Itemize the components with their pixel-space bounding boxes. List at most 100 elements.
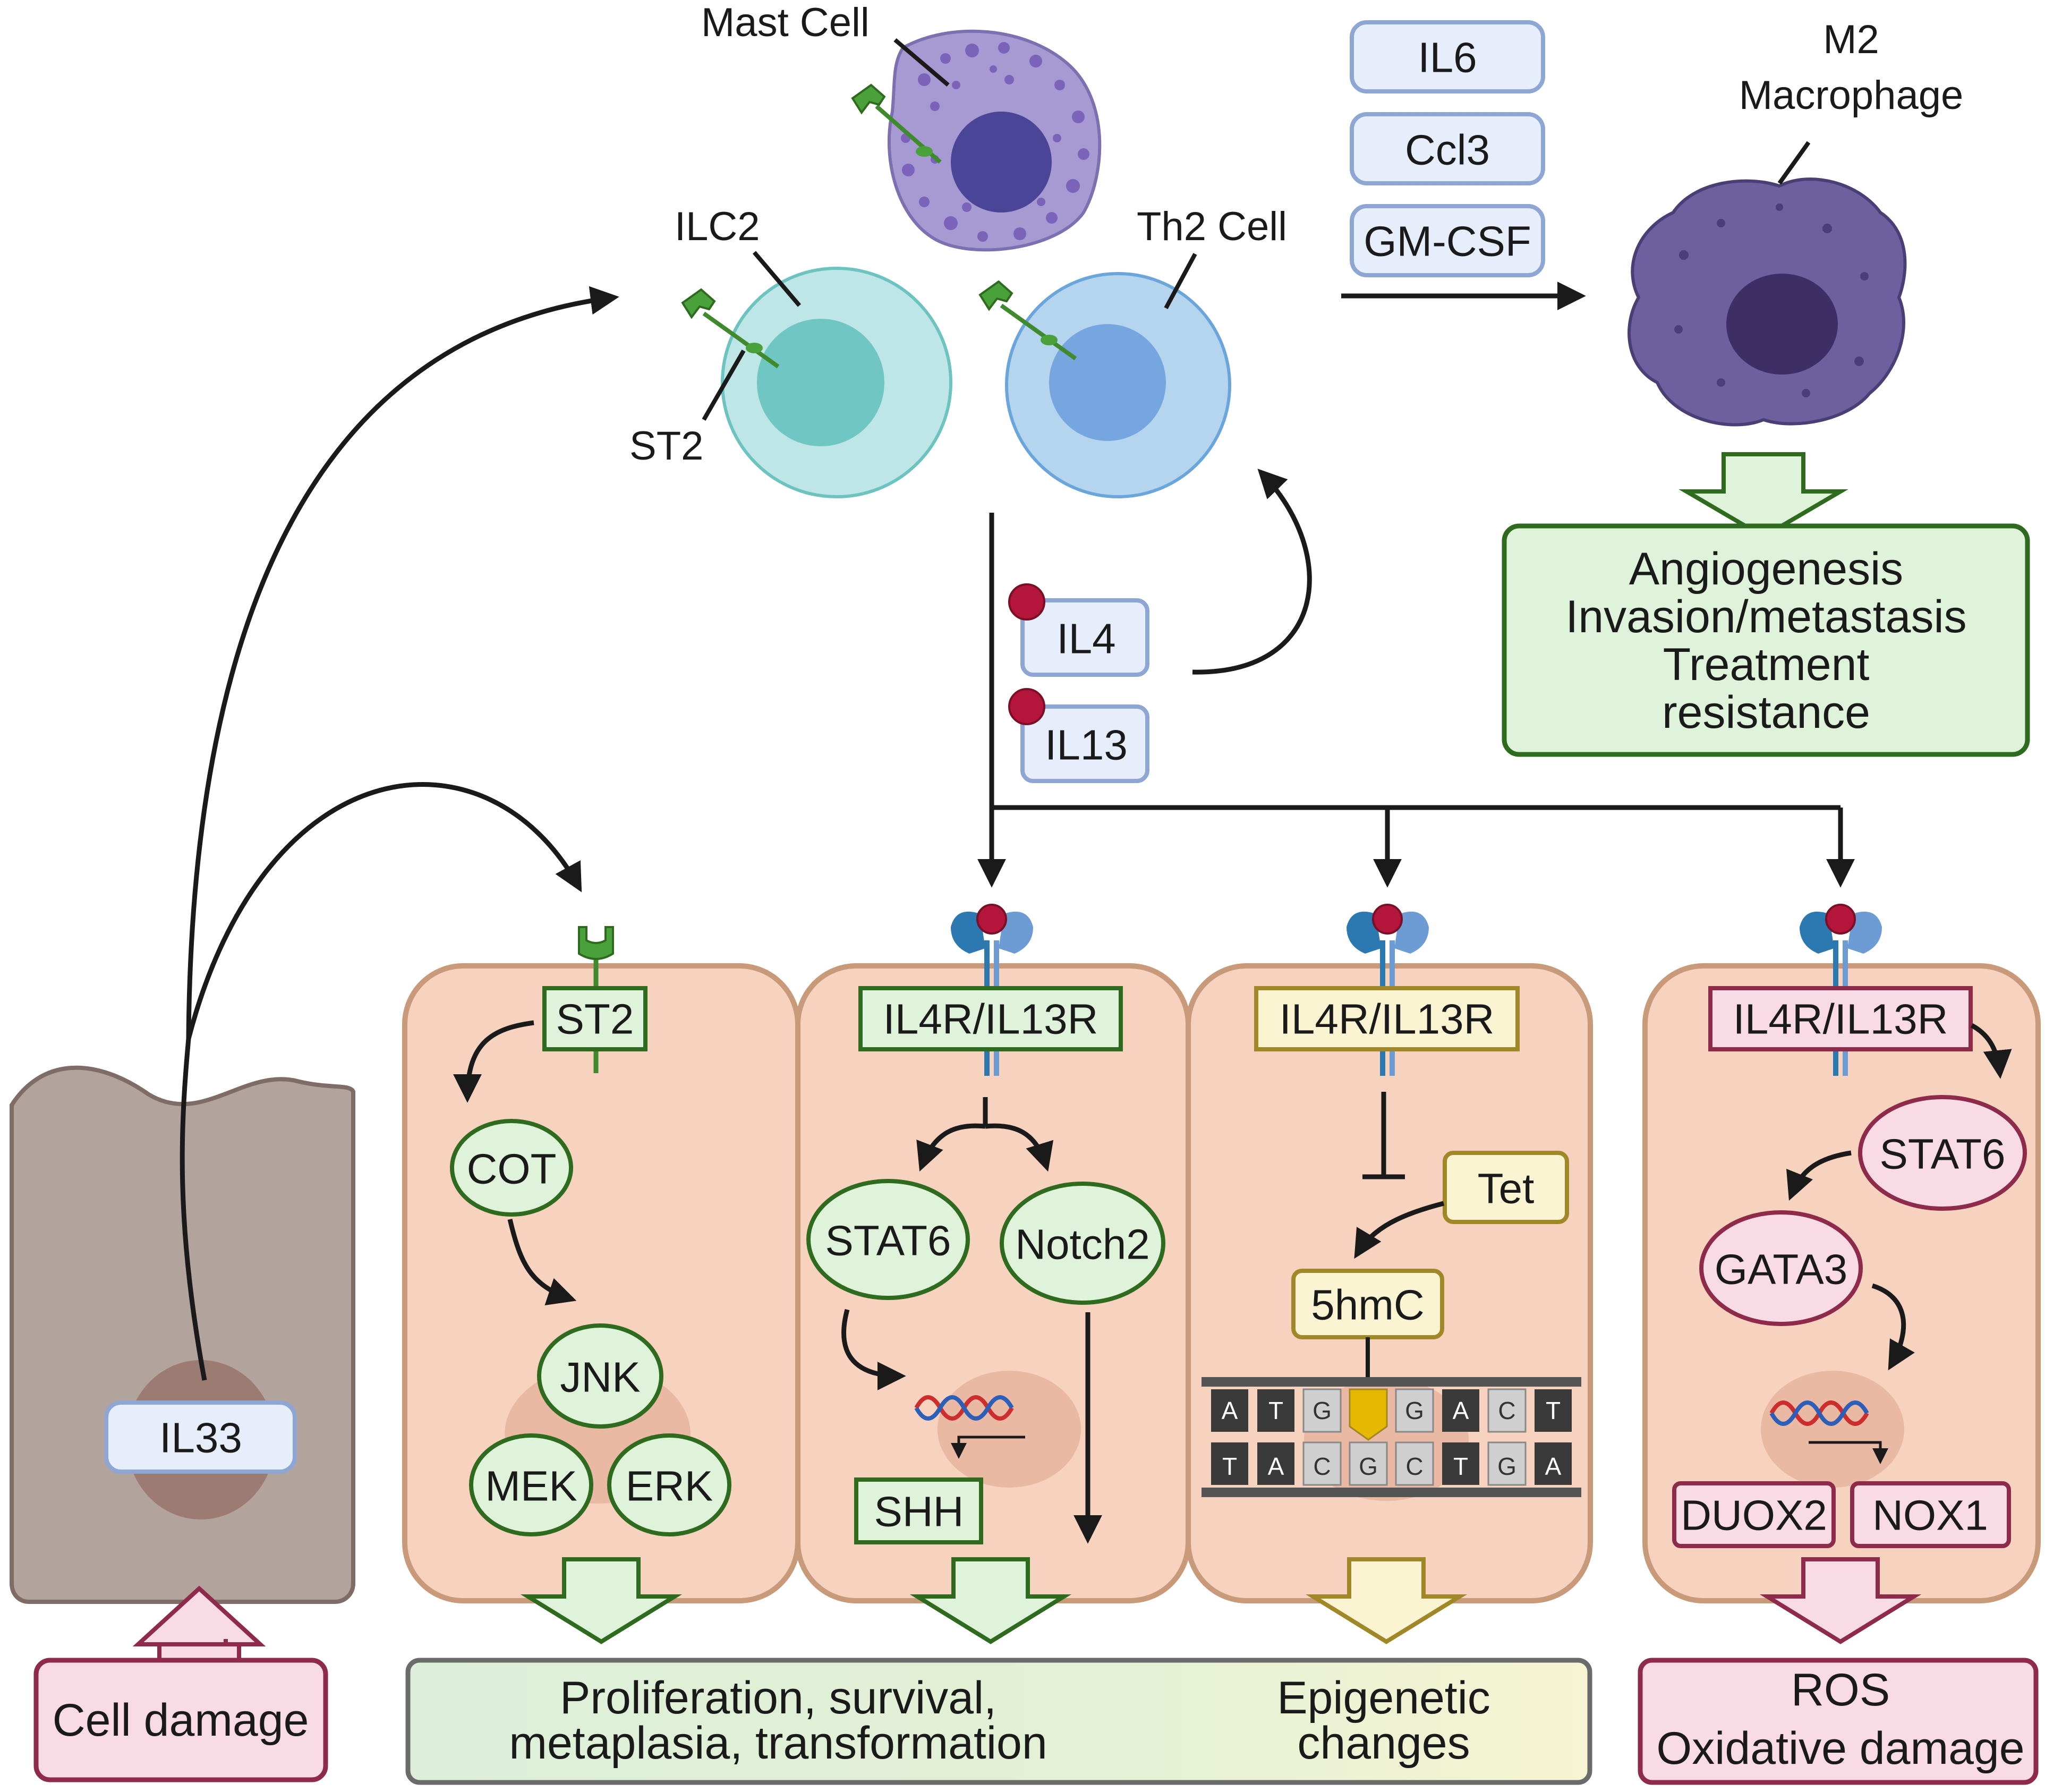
il13-ligand-dot: [1008, 688, 1045, 725]
svg-text:A: A: [1222, 1397, 1238, 1424]
svg-text:5hmC: 5hmC: [1311, 1281, 1424, 1329]
ros-box: ROS Oxidative damage: [1638, 1658, 2039, 1785]
svg-text:GM-CSF: GM-CSF: [1364, 218, 1531, 265]
arrow-stat6-to-dna: [841, 1309, 906, 1390]
node-stat6-panel2: STAT6: [806, 1179, 970, 1300]
arrow-split-to-stat6: [916, 1123, 986, 1172]
epigenetic-line-2: changes: [1297, 1718, 1470, 1769]
panel1-outcome-arrow: [520, 1557, 683, 1644]
svg-text:Ccl3: Ccl3: [1405, 126, 1490, 174]
svg-text:A: A: [1268, 1453, 1284, 1480]
panel2-receptor-box: IL4R/IL13R: [858, 986, 1123, 1051]
svg-text:IL33: IL33: [159, 1414, 242, 1462]
panel2-outcome-arrow: [909, 1557, 1072, 1644]
svg-text:Notch2: Notch2: [1015, 1221, 1149, 1268]
mast-cell: [888, 29, 1102, 252]
svg-text:IL4: IL4: [1056, 615, 1115, 663]
svg-text:T: T: [1222, 1453, 1237, 1480]
m2-macrophage: [1628, 177, 1907, 427]
il4-ligand-box: IL4: [1008, 583, 1149, 677]
panel4-transcription-arrow: [1809, 1441, 1888, 1464]
svg-text:MEK: MEK: [485, 1463, 577, 1510]
svg-text:ROS: ROS: [1791, 1664, 1890, 1715]
svg-text:IL6: IL6: [1418, 34, 1477, 81]
mast-cell-pointer: [893, 38, 950, 87]
svg-text:G: G: [1359, 1453, 1378, 1480]
svg-text:DUOX2: DUOX2: [1681, 1492, 1827, 1539]
svg-text:IL4R/IL13R: IL4R/IL13R: [1280, 996, 1495, 1043]
il4-ligand-dot: [1008, 583, 1045, 621]
arrow-stat6-to-gata3: [1786, 1150, 1852, 1201]
arrow-receptor-to-stat6: [1970, 1023, 2012, 1079]
th2-nucleus: [1049, 324, 1166, 441]
ilc2-cell: [721, 267, 952, 498]
m2-label: M2: [1823, 17, 1879, 62]
il33-trunk: [180, 1038, 207, 1381]
il13-ligand-box: IL13: [1008, 688, 1149, 783]
panel3-receptor-box: IL4R/IL13R: [1254, 986, 1520, 1051]
svg-text:A: A: [1545, 1453, 1562, 1480]
panel2-transcription-arrow: [951, 1436, 1025, 1459]
arrow-split-to-notch2: [985, 1123, 1054, 1172]
panel2-dna-helix: [914, 1395, 1014, 1421]
proliferation-line-2: metaplasia, transformation: [509, 1718, 1047, 1769]
ilc2-pointer: [752, 251, 802, 307]
st2-pointer: [702, 350, 746, 421]
svg-text:ST2: ST2: [556, 996, 634, 1043]
cytokine-box-il6: IL6: [1350, 20, 1545, 94]
svg-text:Cell damage: Cell damage: [53, 1695, 309, 1746]
svg-text:STAT6: STAT6: [825, 1217, 951, 1264]
node-5hmc: 5hmC: [1291, 1269, 1444, 1339]
mast-cell-granules: [901, 42, 1089, 242]
panel2-nucleus: [938, 1371, 1081, 1488]
svg-text:G: G: [1497, 1453, 1516, 1480]
proliferation-line-1: Proliferation, survival,: [560, 1672, 996, 1723]
node-gata3: GATA3: [1699, 1210, 1863, 1326]
il33-box: IL33: [104, 1400, 297, 1474]
node-stat6-panel4: STAT6: [1858, 1095, 2027, 1211]
svg-text:ERK: ERK: [626, 1463, 713, 1510]
macrophage-label: Macrophage: [1739, 73, 1964, 118]
arrow-il33-to-ilc2: [186, 286, 619, 1039]
dna-top-row: A T G G A C T: [1211, 1388, 1572, 1441]
svg-text:C: C: [1405, 1453, 1423, 1480]
th2-pointer: [1164, 253, 1197, 309]
arrow-il33-to-st2: [186, 782, 582, 1040]
panel3-outcome-arrow: [1305, 1557, 1468, 1644]
mast-cell-label: Mast Cell: [701, 0, 870, 45]
arrow-st2-to-cot: [453, 1020, 534, 1103]
panel4-receptor-glyph: [1800, 904, 1882, 1076]
arrow-tet-to-5hmc: [1354, 1201, 1445, 1259]
panel-st2-cell: [402, 963, 800, 1603]
th2-label: Th2 Cell: [1137, 204, 1287, 249]
svg-text:COT: COT: [467, 1145, 557, 1193]
svg-text:Treatment: Treatment: [1663, 639, 1870, 690]
node-mek: MEK: [469, 1433, 593, 1536]
svg-text:GATA3: GATA3: [1715, 1246, 1847, 1293]
ilc2-label: ILC2: [675, 204, 760, 249]
cytokine-box-ccl3: Ccl3: [1350, 112, 1545, 185]
arrow-cot-to-jnk: [507, 1218, 577, 1305]
macrophage-pointer: [1777, 141, 1811, 185]
svg-text:T: T: [1453, 1453, 1468, 1480]
panel4-receptor-box: IL4R/IL13R: [1708, 986, 1973, 1051]
th2-st2-receptor: [978, 280, 1077, 361]
th2-cell: [1005, 272, 1231, 498]
svg-text:C: C: [1313, 1453, 1331, 1480]
node-jnk: JNK: [537, 1323, 663, 1429]
proliferation-epigenetic-box: Proliferation, survival, metaplasia, tra…: [405, 1658, 1592, 1785]
arrow-gata3-to-dna: [1871, 1283, 1915, 1371]
svg-text:resistance: resistance: [1662, 687, 1870, 738]
svg-text:T: T: [1546, 1397, 1561, 1424]
panel1-st2-box: ST2: [542, 986, 647, 1051]
svg-text:Tet: Tet: [1478, 1165, 1535, 1212]
mast-cell-nucleus: [951, 112, 1052, 213]
dna-base-pair-ladder: A T G G A C T T A C G C T G A: [1202, 1377, 1581, 1497]
arrow-il4-to-th2: [1192, 469, 1312, 675]
svg-text:C: C: [1498, 1397, 1515, 1424]
dna-bottom-row: T A C G C T G A: [1211, 1441, 1572, 1486]
svg-text:STAT6: STAT6: [1879, 1131, 2005, 1178]
node-shh: SHH: [854, 1477, 983, 1544]
panel4-dna-helix: [1769, 1400, 1869, 1426]
